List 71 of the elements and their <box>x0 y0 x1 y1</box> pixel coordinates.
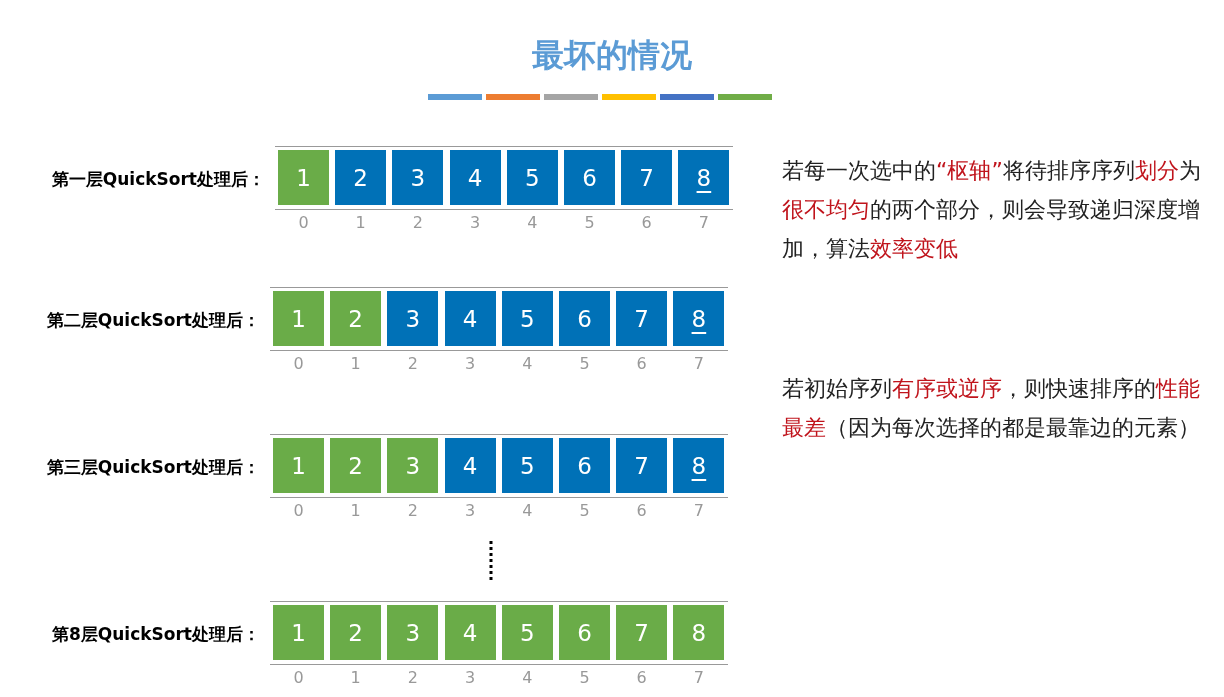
array-cell: 2 <box>335 150 387 205</box>
index-label: 6 <box>635 501 648 520</box>
array-cell: 5 <box>506 150 558 205</box>
row-label: 第一层QuickSort处理后： <box>51 168 265 191</box>
index-label: 5 <box>578 354 591 373</box>
row-label: 第二层QuickSort处理后： <box>46 309 260 332</box>
index-label: 2 <box>406 501 419 520</box>
array-cell: 4 <box>444 438 496 493</box>
array-cell: 4 <box>449 150 501 205</box>
index-label: 5 <box>583 213 596 232</box>
array-cell: 3 <box>387 605 439 660</box>
description-text: 若初始序列有序或逆序，则快速排序的性能最差（因为每次选择的都是最靠边的元素） <box>782 375 1201 442</box>
array-cell: 1 <box>273 438 324 493</box>
array-cell: 4 <box>444 605 496 660</box>
index-label: 0 <box>292 668 305 687</box>
array-cell: 8 <box>673 438 725 493</box>
index-label: 5 <box>578 668 591 687</box>
array-cell: 7 <box>616 438 668 493</box>
index-label: 1 <box>349 668 362 687</box>
index-label: 2 <box>406 668 419 687</box>
row-label: 第8层QuickSort处理后： <box>51 623 260 646</box>
index-label: 4 <box>521 501 534 520</box>
index-label: 1 <box>354 213 367 232</box>
row-label: 第三层QuickSort处理后： <box>46 456 260 479</box>
index-label: 7 <box>692 501 705 520</box>
index-label: 6 <box>635 668 648 687</box>
index-label: 2 <box>406 354 419 373</box>
array-cell: 2 <box>330 605 382 660</box>
index-label: 4 <box>521 354 534 373</box>
array-cell: 6 <box>559 291 610 346</box>
array-cell: 2 <box>330 438 382 493</box>
array-cell: 7 <box>616 605 668 660</box>
index-label: 0 <box>292 501 305 520</box>
array-cell: 3 <box>387 438 439 493</box>
array-cell: 8 <box>673 291 725 346</box>
index-label: 7 <box>692 354 705 373</box>
index-label: 3 <box>464 354 477 373</box>
array-cell: 6 <box>559 605 610 660</box>
array-cell: 8 <box>678 150 730 205</box>
index-label: 0 <box>292 354 305 373</box>
index-label: 3 <box>464 668 477 687</box>
index-label: 3 <box>469 213 482 232</box>
index-label: 4 <box>521 668 534 687</box>
index-label: 1 <box>349 354 362 373</box>
array-cell: 1 <box>273 291 324 346</box>
array-cell: 8 <box>673 605 725 660</box>
array-cell: 3 <box>392 150 444 205</box>
array-cell: 3 <box>387 291 439 346</box>
array-cell: 5 <box>501 291 553 346</box>
array-cell: 4 <box>444 291 496 346</box>
array-cell: 6 <box>564 150 615 205</box>
array-cell: 5 <box>501 605 553 660</box>
array-cell: 7 <box>621 150 673 205</box>
index-label: 6 <box>635 354 648 373</box>
title: 最坏的情况 <box>531 35 693 76</box>
index-label: 7 <box>692 668 705 687</box>
array-cell: 1 <box>273 605 324 660</box>
array-cell: 2 <box>330 291 382 346</box>
index-label: 3 <box>464 501 477 520</box>
index-label: 6 <box>640 213 653 232</box>
array-cell: 7 <box>616 291 668 346</box>
index-label: 4 <box>526 213 539 232</box>
index-label: 2 <box>411 213 424 232</box>
array-cell: 1 <box>278 150 329 205</box>
index-label: 1 <box>349 501 362 520</box>
index-label: 7 <box>697 213 710 232</box>
index-label: 0 <box>297 213 310 232</box>
description-text: 若每一次选中的“枢轴”将待排序序列划分为很不均匀的两个部分，则会导致递归深度增加，算法效率变低 <box>782 157 1202 263</box>
array-cell: 5 <box>501 438 553 493</box>
index-label: 5 <box>578 501 591 520</box>
array-cell: 6 <box>559 438 610 493</box>
